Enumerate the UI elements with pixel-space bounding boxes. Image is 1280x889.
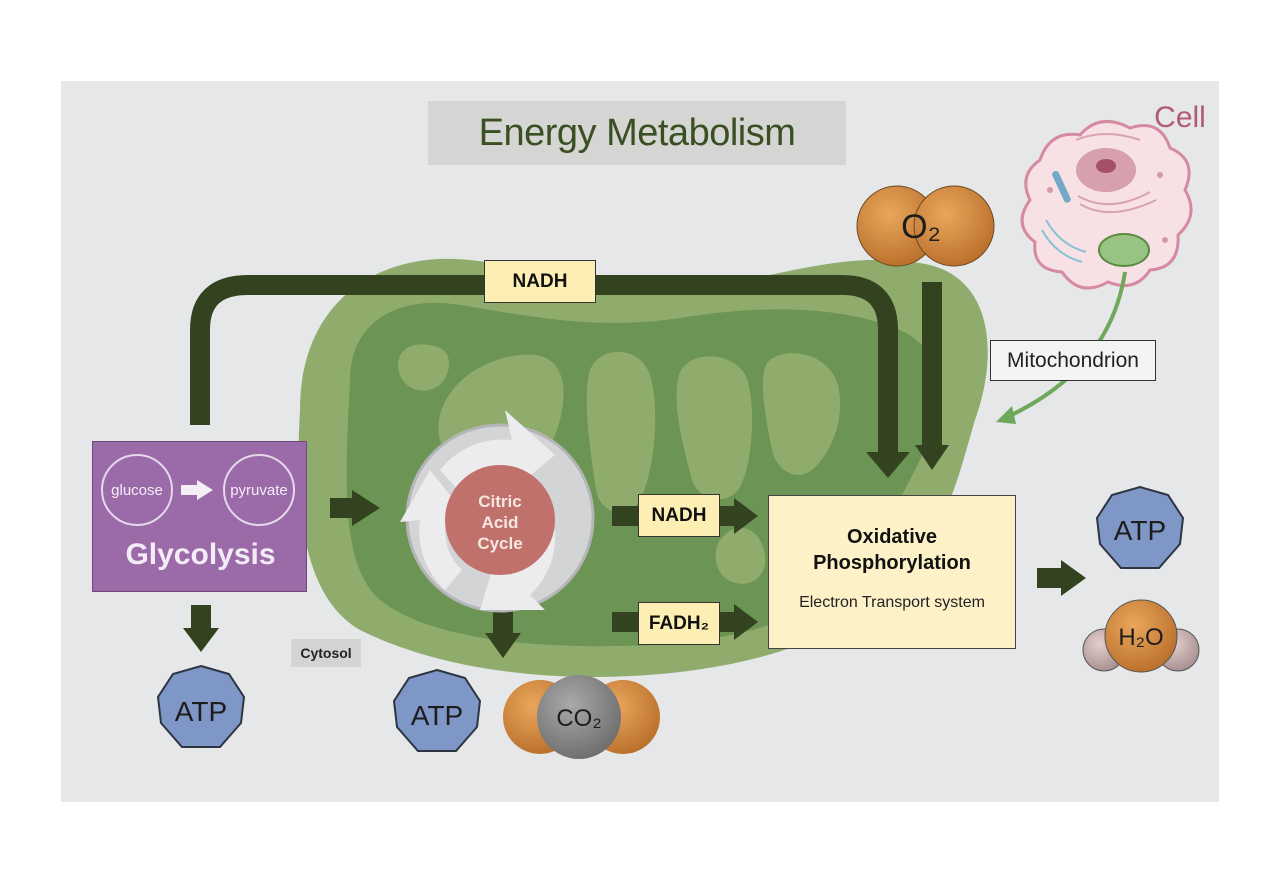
glycolysis-to-cycle-arrow-shaft <box>330 498 354 518</box>
cell-illustration <box>1020 119 1193 290</box>
atp-octagon-oxidative <box>1095 485 1185 569</box>
co2-molecule <box>503 675 660 759</box>
glycolysis-down-arrowhead <box>183 628 219 652</box>
cell-pointer-arrowhead <box>996 406 1016 424</box>
fadh2-to-oxidative-arrowhead <box>734 604 758 640</box>
nadh-to-oxidative-arrowhead <box>734 498 758 534</box>
nadh-to-oxidative-arrow-shaft <box>718 506 736 526</box>
fadh2-label: FADH₂ <box>638 602 720 645</box>
atp-octagon-glycolysis <box>156 664 246 748</box>
h2o-label: H₂O <box>1118 624 1163 651</box>
mitochondrion-label: Mitochondrion <box>990 340 1156 381</box>
oxidative-phosphorylation-box: Oxidative Phosphorylation Electron Trans… <box>768 495 1016 649</box>
atp-label-oxidative: ATP <box>1114 515 1166 546</box>
nadh-label-top: NADH <box>484 260 596 303</box>
h2o-molecule <box>1082 599 1200 673</box>
nadh-pathway-arrowhead <box>866 452 910 478</box>
glycolysis-to-cycle-arrowhead <box>352 490 380 526</box>
citric-acid-cycle-label: Citric Acid Cycle <box>447 490 553 554</box>
cac-line1: Citric <box>478 491 522 511</box>
glucose-to-pyruvate-arrow <box>181 480 213 500</box>
cycle-to-fadh2-connector <box>612 612 640 632</box>
oxidative-to-products-arrowhead <box>1061 560 1086 596</box>
oxidative-title: Oxidative Phosphorylation <box>813 524 971 576</box>
atp-label-cycle: ATP <box>411 700 463 731</box>
oxidative-to-products-arrow-shaft <box>1037 568 1063 588</box>
o2-arrow-shaft <box>922 282 942 450</box>
oxidative-title-line2: Phosphorylation <box>813 552 971 574</box>
o2-molecule <box>856 185 995 267</box>
glucose-circle: glucose <box>101 454 173 526</box>
citric-acid-cycle-wheel <box>400 410 595 613</box>
cytosol-label: Cytosol <box>291 639 361 667</box>
cycle-down-arrowhead <box>485 633 521 658</box>
glycolysis-box: glucose pyruvate Glycolysis <box>92 441 307 592</box>
oxidative-title-line1: Oxidative <box>846 526 938 548</box>
cycle-down-arrow-shaft <box>493 605 513 635</box>
glycolysis-down-arrow-shaft <box>191 605 211 630</box>
cell-label: Cell <box>1154 101 1206 134</box>
oxidative-subtitle: Electron Transport system <box>799 594 985 611</box>
atp-label-glycolysis: ATP <box>175 696 227 727</box>
o2-label: O₂ <box>901 208 941 246</box>
cycle-to-nadh-connector <box>612 506 640 526</box>
o2-arrowhead <box>915 445 949 470</box>
fadh2-to-oxidative-arrow-shaft <box>718 612 736 632</box>
co2-label: CO₂ <box>556 705 601 732</box>
cac-line3: Cycle <box>477 533 523 553</box>
pyruvate-circle: pyruvate <box>223 454 295 526</box>
glycolysis-title: Glycolysis <box>125 538 276 571</box>
cac-line2: Acid <box>481 512 519 532</box>
atp-octagon-cycle <box>392 668 482 752</box>
page-title: Energy Metabolism <box>428 101 846 165</box>
nadh-label-cycle: NADH <box>638 494 720 537</box>
